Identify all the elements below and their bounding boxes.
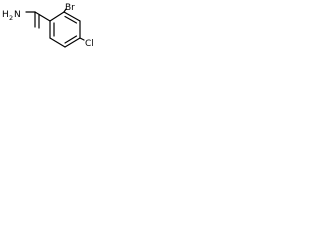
ring-bond-c4-c5 bbox=[64, 37, 81, 48]
bond-ring-to-chlorine bbox=[79, 37, 85, 41]
amide-nitrogen-label-group: H 2 N bbox=[2, 10, 21, 22]
amide-nitrogen-element-label: N bbox=[14, 10, 21, 20]
bromine-label: Br bbox=[65, 3, 75, 13]
amide-nitrogen-h-label: H bbox=[2, 10, 9, 20]
ring-bond-c2-c3 bbox=[63, 11, 81, 22]
bond-ring-to-bromine bbox=[63, 8, 67, 13]
amide-nitrogen-h-count-label: 2 bbox=[9, 14, 13, 22]
ring-double-bond-c4-c5 bbox=[64, 35, 78, 44]
bond-ring-to-carbonyl bbox=[34, 11, 51, 22]
benzene-ring bbox=[49, 11, 81, 48]
ring-bond-c1-c2 bbox=[49, 11, 65, 22]
chlorine-label: Cl bbox=[85, 39, 94, 49]
ring-bond-c5-c6 bbox=[49, 37, 66, 48]
ring-double-bond-c2-c3 bbox=[64, 15, 78, 24]
chemical-structure: Br Cl H 2 N bbox=[2, 3, 94, 49]
